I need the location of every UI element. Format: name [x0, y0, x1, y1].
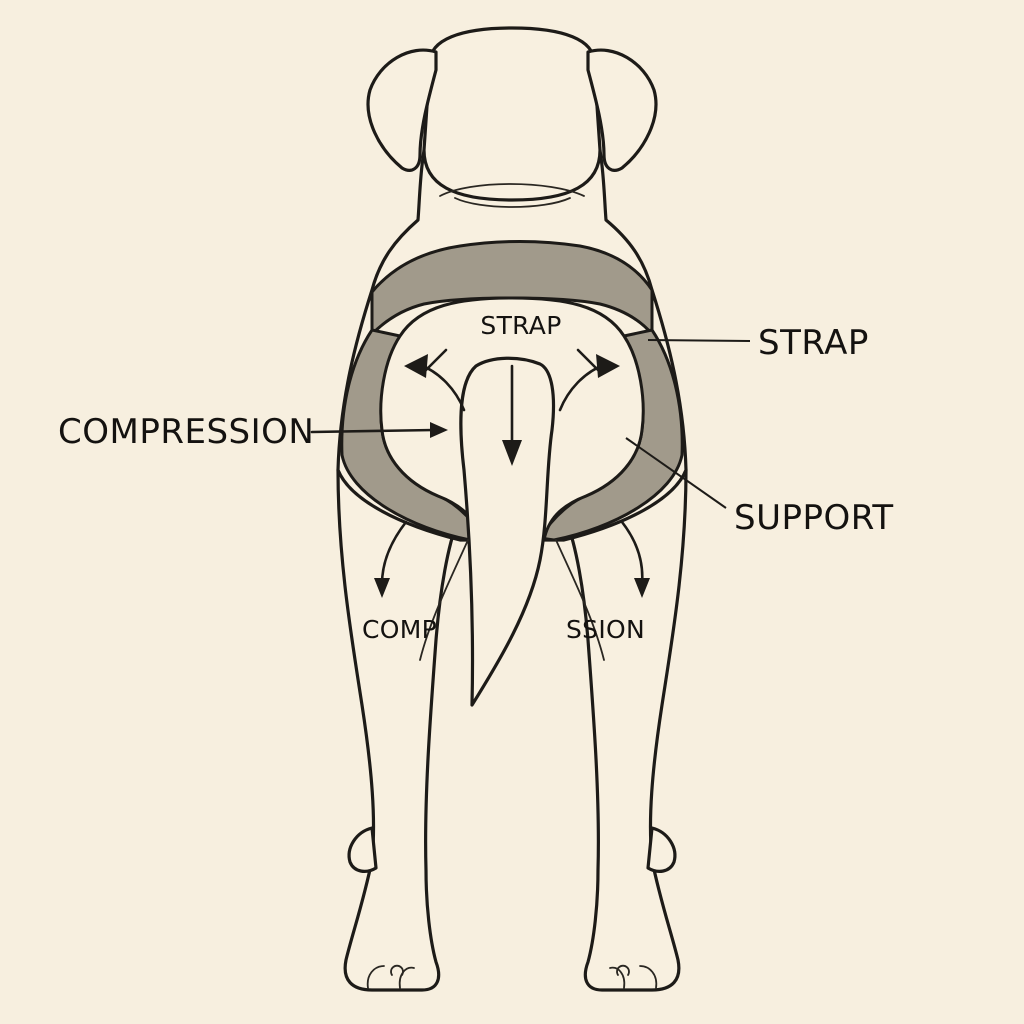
label-compression: COMPRESSION: [58, 412, 314, 452]
lower-left-arrow: [380, 520, 408, 586]
label-strap-center: STRAP: [480, 311, 561, 340]
label-strap-right: STRAP: [758, 323, 869, 363]
support-leader-line: [625, 437, 727, 509]
left-hock: [347, 826, 378, 873]
label-support: SUPPORT: [734, 498, 894, 538]
compression-pointer-arrow: [310, 428, 436, 434]
dog-head: [422, 26, 602, 202]
right-hock: [646, 826, 677, 873]
right-ear: [586, 48, 658, 172]
left-hind-leg: [336, 468, 460, 992]
force-arrows: [310, 348, 650, 598]
lower-right-arrow: [620, 520, 644, 586]
right-hind-leg: [564, 468, 688, 992]
upper-strap-band: [370, 240, 654, 336]
label-ssion-fragment: SSION: [566, 615, 645, 644]
strap-leader-line: [647, 339, 751, 342]
left-ear: [366, 48, 438, 172]
label-comp-fragment: COMP: [362, 615, 437, 644]
dog-tail: [459, 356, 556, 707]
